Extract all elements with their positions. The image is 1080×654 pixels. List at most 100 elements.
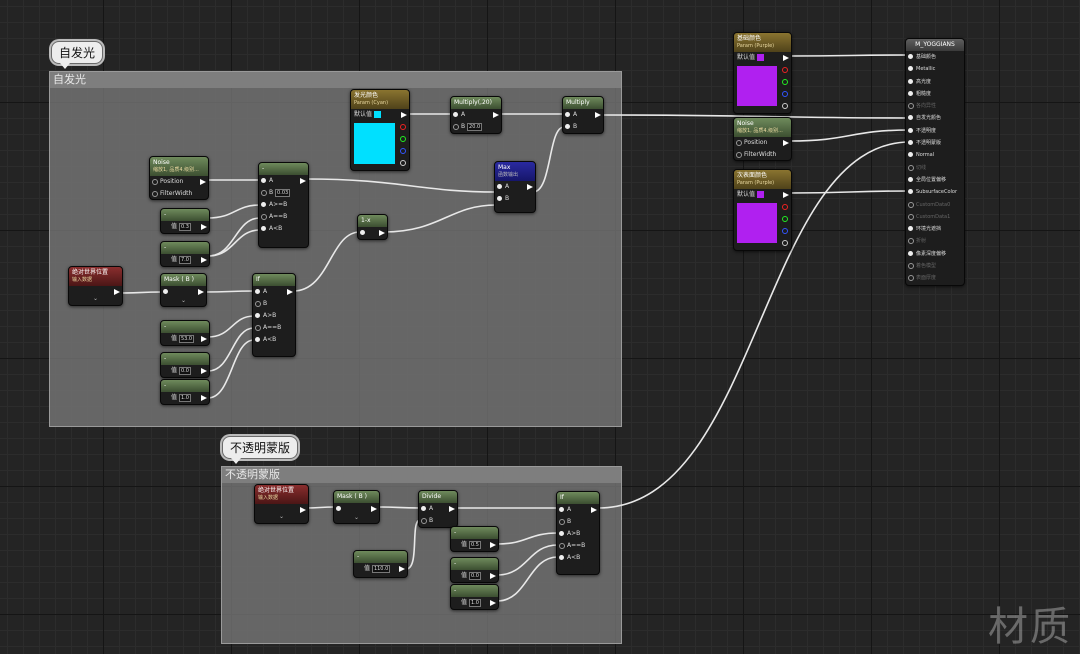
a-pin[interactable]: A bbox=[505, 183, 510, 190]
r-output-pin[interactable] bbox=[782, 67, 788, 73]
multiply-node[interactable]: Multiply A B bbox=[562, 96, 604, 134]
constant-node[interactable]: - 值 1.0 bbox=[160, 379, 210, 405]
pin-connector-icon[interactable] bbox=[908, 103, 914, 110]
value-field[interactable]: 110.0 bbox=[371, 565, 391, 573]
constant-node[interactable]: - 值 0.3 bbox=[160, 208, 210, 234]
b-pin[interactable]: B bbox=[461, 123, 466, 130]
a-pin[interactable]: A bbox=[461, 111, 466, 118]
if-node[interactable]: If A B A>B A==B A<B bbox=[252, 273, 296, 357]
pin-connector-icon[interactable] bbox=[908, 164, 914, 171]
a-pin[interactable]: A bbox=[263, 288, 268, 295]
r-output-pin[interactable] bbox=[400, 124, 406, 130]
pin-connector-icon[interactable] bbox=[908, 152, 913, 158]
material-input-pin[interactable]: 折射 bbox=[906, 235, 964, 247]
if-node[interactable]: If A B A>B A==B A<B bbox=[556, 491, 600, 575]
pin-connector-icon[interactable] bbox=[908, 238, 914, 245]
position-pin[interactable]: Position bbox=[160, 178, 184, 185]
pin-connector-icon[interactable] bbox=[908, 127, 913, 133]
b-output-pin[interactable] bbox=[400, 148, 406, 154]
material-input-pin[interactable]: CustomData1 bbox=[906, 211, 964, 223]
material-input-pin[interactable]: 粗糙度 bbox=[906, 88, 964, 100]
divide-node[interactable]: Divide A B bbox=[418, 490, 458, 528]
material-input-pin[interactable]: CustomData0 bbox=[906, 199, 964, 211]
b-value-field[interactable]: 0.03 bbox=[275, 189, 291, 197]
value-field[interactable]: 1.0 bbox=[468, 599, 481, 607]
subtract-node[interactable]: - A B 0.03 A>=B A==B A<B bbox=[258, 162, 309, 248]
a-pin[interactable]: A bbox=[269, 177, 274, 184]
material-input-pin[interactable]: 切线 bbox=[906, 162, 964, 174]
color-swatch[interactable] bbox=[756, 54, 764, 61]
a-pin[interactable]: A bbox=[573, 111, 578, 118]
pin-connector-icon[interactable] bbox=[908, 226, 913, 232]
aeqb-pin[interactable]: A==B bbox=[567, 542, 586, 549]
chevron-down-icon[interactable]: ⌄ bbox=[278, 513, 285, 520]
pin-connector-icon[interactable] bbox=[908, 189, 913, 195]
constant-node[interactable]: - 值 53.0 bbox=[160, 320, 210, 346]
b-pin[interactable]: B bbox=[505, 195, 510, 202]
altb-pin[interactable]: A<B bbox=[567, 554, 581, 561]
mask-node[interactable]: Mask ( B ) ⌄ bbox=[160, 273, 207, 307]
filterwidth-pin[interactable]: FilterWidth bbox=[744, 151, 777, 158]
emissive-comment-bubble[interactable]: 自发光 bbox=[51, 41, 104, 69]
value-field[interactable]: 1.0 bbox=[178, 394, 191, 402]
mask-node[interactable]: Mask ( B ) ⌄ bbox=[333, 490, 380, 524]
altb-pin[interactable]: A<B bbox=[269, 225, 283, 232]
a-output-pin[interactable] bbox=[400, 160, 406, 166]
b-pin[interactable]: B bbox=[263, 300, 268, 307]
aeqb-pin[interactable]: A==B bbox=[263, 324, 282, 331]
position-pin[interactable]: Position bbox=[744, 139, 768, 146]
material-input-pin[interactable]: 基础颜色 bbox=[906, 51, 964, 63]
material-input-pin[interactable]: Metallic bbox=[906, 63, 964, 75]
material-input-pin[interactable]: 不透明度 bbox=[906, 125, 964, 137]
pin-connector-icon[interactable] bbox=[908, 176, 913, 182]
g-output-pin[interactable] bbox=[782, 216, 788, 222]
material-input-pin[interactable]: 着色模型 bbox=[906, 260, 964, 272]
pin-connector-icon[interactable] bbox=[908, 201, 914, 208]
g-output-pin[interactable] bbox=[400, 136, 406, 142]
constant-node[interactable]: - 值 0.5 bbox=[450, 526, 499, 552]
agtb-pin[interactable]: A>=B bbox=[269, 201, 288, 208]
material-input-pin[interactable]: Normal bbox=[906, 149, 964, 161]
value-field[interactable]: 0.3 bbox=[178, 223, 191, 231]
material-input-pin[interactable]: 全局位置偏移 bbox=[906, 174, 964, 186]
opacity-comment-bubble[interactable]: 不透明蒙版 bbox=[222, 436, 299, 464]
agtb-pin[interactable]: A>B bbox=[263, 312, 277, 319]
material-input-pin[interactable]: 不透明蒙版 bbox=[906, 137, 964, 149]
b-output-pin[interactable] bbox=[782, 228, 788, 234]
pin-connector-icon[interactable] bbox=[908, 275, 914, 282]
b-pin[interactable]: B bbox=[573, 123, 578, 130]
chevron-down-icon[interactable]: ⌄ bbox=[180, 297, 187, 304]
pin-connector-icon[interactable] bbox=[908, 54, 913, 59]
value-field[interactable]: 0.0 bbox=[468, 572, 481, 580]
multiply-node[interactable]: Multiply(,20) A B 20.0 bbox=[450, 96, 502, 134]
world-position-node[interactable]: 绝对世界位置输入数据 ⌄ bbox=[254, 484, 309, 524]
b-pin[interactable]: B bbox=[567, 518, 572, 525]
pin-connector-icon[interactable] bbox=[908, 140, 913, 146]
a-pin[interactable]: A bbox=[429, 505, 434, 512]
material-input-pin[interactable]: 自发光颜色 bbox=[906, 112, 964, 124]
chevron-down-icon[interactable]: ⌄ bbox=[92, 295, 99, 302]
b-pin[interactable]: B bbox=[429, 517, 434, 524]
value-field[interactable]: 7.0 bbox=[178, 256, 191, 264]
material-input-pin[interactable]: SubsurfaceColor bbox=[906, 186, 964, 198]
g-output-pin[interactable] bbox=[782, 79, 788, 85]
color-swatch[interactable] bbox=[756, 191, 764, 198]
emissive-comment-box[interactable]: 自发光 bbox=[49, 71, 622, 427]
b-output-pin[interactable] bbox=[782, 91, 788, 97]
aeqb-pin[interactable]: A==B bbox=[269, 213, 288, 220]
material-input-pin[interactable]: 环境光遮挡 bbox=[906, 223, 964, 235]
color-swatch[interactable] bbox=[373, 111, 381, 118]
value-field[interactable]: 0.0 bbox=[178, 367, 191, 375]
value-field[interactable]: 53.0 bbox=[178, 335, 195, 343]
pin-connector-icon[interactable] bbox=[908, 250, 913, 256]
one-minus-node[interactable]: 1-x bbox=[357, 214, 388, 240]
value-field[interactable]: 0.5 bbox=[468, 541, 481, 549]
pin-connector-icon[interactable] bbox=[908, 115, 913, 121]
material-input-pin[interactable]: 像素深度偏移 bbox=[906, 248, 964, 260]
